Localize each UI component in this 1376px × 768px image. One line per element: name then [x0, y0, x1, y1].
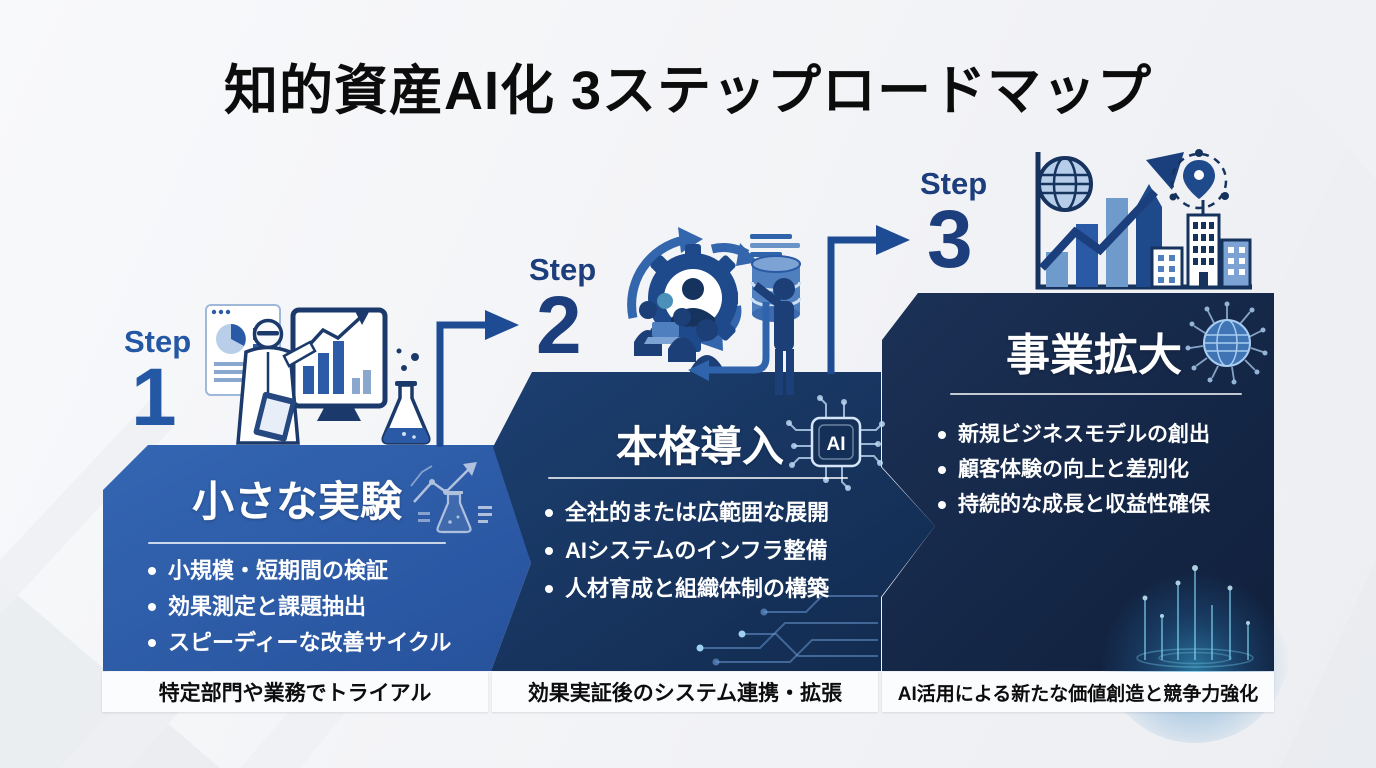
bullet-dot: [148, 603, 156, 611]
step-2-label: Step 2: [529, 252, 597, 371]
step-2-number: 2: [536, 280, 582, 371]
step-3-panel-title: 事業拡大: [1006, 331, 1182, 380]
step-2-word: Step: [529, 252, 597, 287]
glow-city-decor: [1100, 553, 1290, 743]
list-item: 持続的な成長と収益性確保: [938, 494, 1210, 515]
step-1-panel: [103, 445, 531, 671]
step-2-caption: 効果実証後のシステム連携・拡張: [492, 672, 878, 712]
monitor-chart-icon: [290, 307, 388, 421]
bullet-text: 小規模・短期間の検証: [168, 558, 389, 583]
step-3-label: Step 3: [920, 166, 988, 285]
bullet-dot: [148, 639, 156, 647]
step-1-panel-title: 小さな実験: [191, 478, 402, 525]
bullet-dot: [938, 466, 946, 474]
scientist-monitor-flask-illustration: [205, 304, 431, 445]
step-1-title-divider: [148, 542, 446, 544]
step-1-number: 1: [131, 352, 177, 443]
list-item: 効果測定と課題抽出: [148, 596, 451, 618]
step-3-number: 3: [927, 194, 973, 285]
bullet-dot: [938, 431, 946, 439]
list-item: 新規ビジネスモデルの創出: [938, 424, 1210, 445]
scientist-figure: [236, 318, 317, 445]
step-2-bullet-list: 全社的または広範囲な展開 AIシステムのインフラ整備 人材育成と組織体制の構築: [545, 502, 829, 600]
connector-arrow-2: [827, 225, 910, 374]
ai-chip-icon: AI: [786, 395, 885, 491]
step-2-title-divider: [548, 477, 848, 479]
bullet-dot: [148, 567, 156, 575]
bullet-dot: [545, 585, 553, 593]
bullet-dot: [545, 547, 553, 555]
globe-icon: [1037, 156, 1093, 212]
flow-return-arrow-icon: [688, 302, 770, 381]
bullet-text: 新規ビジネスモデルの創出: [958, 423, 1210, 446]
bullet-text: 顧客体験の向上と差別化: [958, 458, 1189, 481]
sketch-chart-flask-icon: [410, 462, 492, 534]
step-3-word: Step: [920, 166, 988, 201]
trend-arrow-icon: [1039, 152, 1184, 271]
bullet-text: 持続的な成長と収益性確保: [958, 493, 1210, 516]
bullet-text: AIシステムのインフラ整備: [565, 538, 828, 563]
step-1-bullet-list: 小規模・短期間の検証 効果測定と課題抽出 スピーディーな改善サイクル: [148, 560, 451, 654]
step-3-title-divider: [950, 393, 1242, 395]
bullet-text: スピーディーな改善サイクル: [168, 630, 452, 655]
buildings-icon: [1150, 200, 1252, 289]
list-item: 小規模・短期間の検証: [148, 560, 451, 582]
gear-icon: [648, 244, 738, 352]
list-item: AIシステムのインフラ整備: [545, 540, 829, 562]
growth-globe-buildings-illustration: [1035, 149, 1252, 290]
bullet-dot: [545, 509, 553, 517]
standing-person-figure: [753, 278, 795, 395]
step-2-panel-title: 本格導入: [615, 423, 784, 470]
step-1-label: Step 1: [124, 324, 192, 443]
circuit-traces-decor: [696, 595, 878, 666]
bullet-text: 全社的または広範囲な展開: [565, 500, 830, 525]
bullet-dot: [938, 501, 946, 509]
step-3-caption: AI活用による新たな価値創造と競争力強化: [882, 672, 1274, 712]
list-item: 全社的または広範囲な展開: [545, 502, 829, 524]
step-1-word: Step: [124, 324, 192, 359]
location-pin-icon: [1169, 149, 1229, 210]
step-1-caption: 特定部門や業務でトライアル: [102, 672, 488, 712]
step-3-bullet-list: 新規ビジネスモデルの創出 顧客体験の向上と差別化 持続的な成長と収益性確保: [938, 424, 1210, 515]
connector-arrow-1: [436, 310, 519, 447]
globe-network-icon: [1185, 301, 1268, 385]
bullet-text: 効果測定と課題抽出: [168, 594, 367, 619]
list-item: 人材育成と組織体制の構築: [545, 578, 829, 600]
ai-chip-label: AI: [827, 434, 846, 455]
list-item: スピーディーな改善サイクル: [148, 632, 451, 654]
flask-icon: [381, 348, 431, 445]
gear-team-database-illustration: [627, 227, 802, 395]
bullet-text: 人材育成と組織体制の構築: [565, 576, 830, 601]
list-item: 顧客体験の向上と差別化: [938, 459, 1210, 480]
page-title: 知的資産AI化 3ステップロードマップ: [223, 61, 1153, 121]
